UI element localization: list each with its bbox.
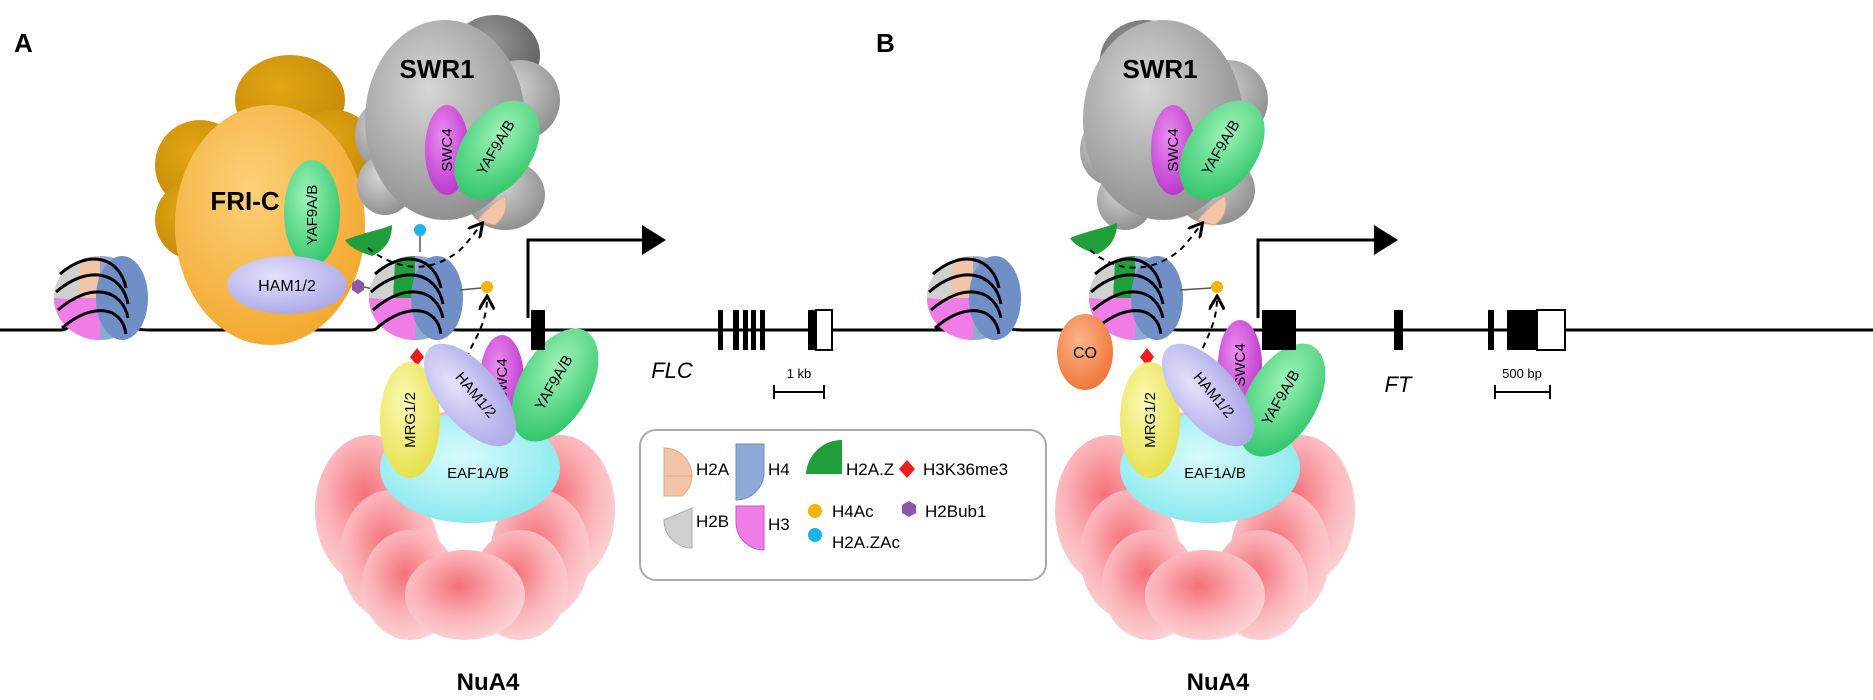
- legend-h4ac-swatch: [808, 504, 822, 518]
- legend-h3-swatch: [735, 505, 765, 551]
- panel-a-letter: A: [14, 28, 33, 58]
- legend: H2A H4 H2A.Z H3K36me3 H2B H3 H4Ac H2Bub1…: [639, 429, 1047, 581]
- fric-label: FRI-C: [210, 186, 280, 216]
- nua4-ham-b: HAM1/2: [1161, 343, 1255, 447]
- legend-h2az-swatch: [806, 439, 842, 474]
- nucleosome-b1: [925, 254, 1023, 342]
- legend-h2a: H2A: [696, 460, 730, 479]
- mrg-b: MRG1/2: [1120, 362, 1180, 478]
- exchange-arrow-a: [367, 226, 480, 268]
- h3k36me3-mark-b: [1140, 348, 1154, 366]
- h2az-free-a: [345, 225, 392, 256]
- svg-text:YAF9A/B: YAF9A/B: [304, 185, 321, 246]
- h4ac-mark-a: [481, 281, 493, 293]
- nua4-yaf9-b: YAF9A/B: [1238, 343, 1326, 457]
- svg-text:SWC4: SWC4: [439, 128, 456, 171]
- h4ac-mark-b: [1211, 281, 1223, 293]
- scale-bar-a: 1 kb: [773, 366, 825, 399]
- h2a-free-b: [1197, 195, 1227, 226]
- legend-h3: H3: [768, 515, 790, 534]
- swr1-label-b: SWR1: [1122, 54, 1197, 84]
- legend-h3k36: H3K36me3: [923, 460, 1008, 479]
- exchange-arrow-b: [1089, 226, 1200, 269]
- svg-text:SWC4: SWC4: [1165, 128, 1182, 171]
- svg-text:1 kb: 1 kb: [787, 366, 812, 381]
- h3k36me3-mark-a: [410, 348, 424, 366]
- tss-arrow-b: [1256, 225, 1398, 318]
- legend-h2b-swatch: [663, 507, 693, 549]
- dna-strand-a: [0, 316, 1000, 332]
- h2a-free-a: [477, 195, 507, 226]
- panel-b: B SWR1 SWC4 YAF9A/B: [870, 20, 1873, 696]
- svg-text:SWC4: SWC4: [1232, 343, 1249, 386]
- gene-label-ft: FT: [1385, 372, 1413, 397]
- scale-bar-b: 500 bp: [1494, 366, 1551, 399]
- nua4-ham-a: HAM1/2: [423, 343, 517, 447]
- h2az-free-b: [1070, 223, 1117, 254]
- flc-gene-model: [531, 309, 833, 351]
- yaf9-b: YAF9A/B: [1179, 100, 1265, 200]
- gene-label-flc: FLC: [651, 358, 693, 383]
- nucleosome-a2: [367, 254, 465, 342]
- panel-b-letter: B: [876, 28, 895, 58]
- legend-h4-swatch: [735, 443, 765, 501]
- fric-ham: HAM1/2: [227, 256, 347, 314]
- nua4-label-b: NuA4: [1187, 669, 1250, 696]
- legend-h2azac: H2A.ZAc: [832, 533, 901, 552]
- swr1-label-a: SWR1: [399, 54, 474, 84]
- fric-yaf9: YAF9A/B: [284, 160, 340, 266]
- legend-h2b: H2B: [696, 512, 729, 531]
- co-protein: CO: [1057, 314, 1113, 390]
- panel-a: A FRI-C YAF9A/B HAM1/2 SWR1: [0, 15, 1000, 696]
- dna-strand-b: [870, 316, 1873, 332]
- svg-text:HAM1/2: HAM1/2: [258, 278, 316, 295]
- svg-text:CO: CO: [1073, 345, 1097, 362]
- nucleosome-a1: [52, 254, 150, 342]
- nua4-complex-a: EAF1A/B NuA4: [315, 410, 615, 696]
- legend-h4: H4: [768, 460, 790, 479]
- svg-text:MRG1/2: MRG1/2: [1142, 392, 1159, 448]
- legend-h3k36-swatch: [899, 460, 915, 478]
- legend-h2azac-swatch: [808, 528, 822, 542]
- svg-text:MRG1/2: MRG1/2: [402, 392, 419, 448]
- h2bub-mark-a: [352, 279, 364, 294]
- legend-h2az: H2A.Z: [846, 460, 894, 479]
- legend-h2a-swatch: [663, 447, 693, 497]
- svg-text:EAF1A/B: EAF1A/B: [447, 465, 509, 482]
- nua4-complex-b: EAF1A/B NuA4: [1055, 410, 1355, 696]
- tss-arrow-a: [526, 225, 666, 318]
- ft-gene-model: [1262, 309, 1566, 351]
- nua4-label-a: NuA4: [457, 669, 520, 696]
- legend-h2bub-swatch: [902, 501, 916, 517]
- legend-h2bub: H2Bub1: [925, 502, 986, 521]
- mrg-a: MRG1/2: [380, 362, 440, 478]
- legend-h4ac: H4Ac: [832, 502, 874, 521]
- svg-text:EAF1A/B: EAF1A/B: [1184, 465, 1246, 482]
- nua4-yaf9-a: YAF9A/B: [511, 328, 599, 442]
- svg-text:500 bp: 500 bp: [1502, 366, 1542, 381]
- h2azac-mark-a: [414, 224, 426, 236]
- yaf9-a: YAF9A/B: [454, 100, 540, 200]
